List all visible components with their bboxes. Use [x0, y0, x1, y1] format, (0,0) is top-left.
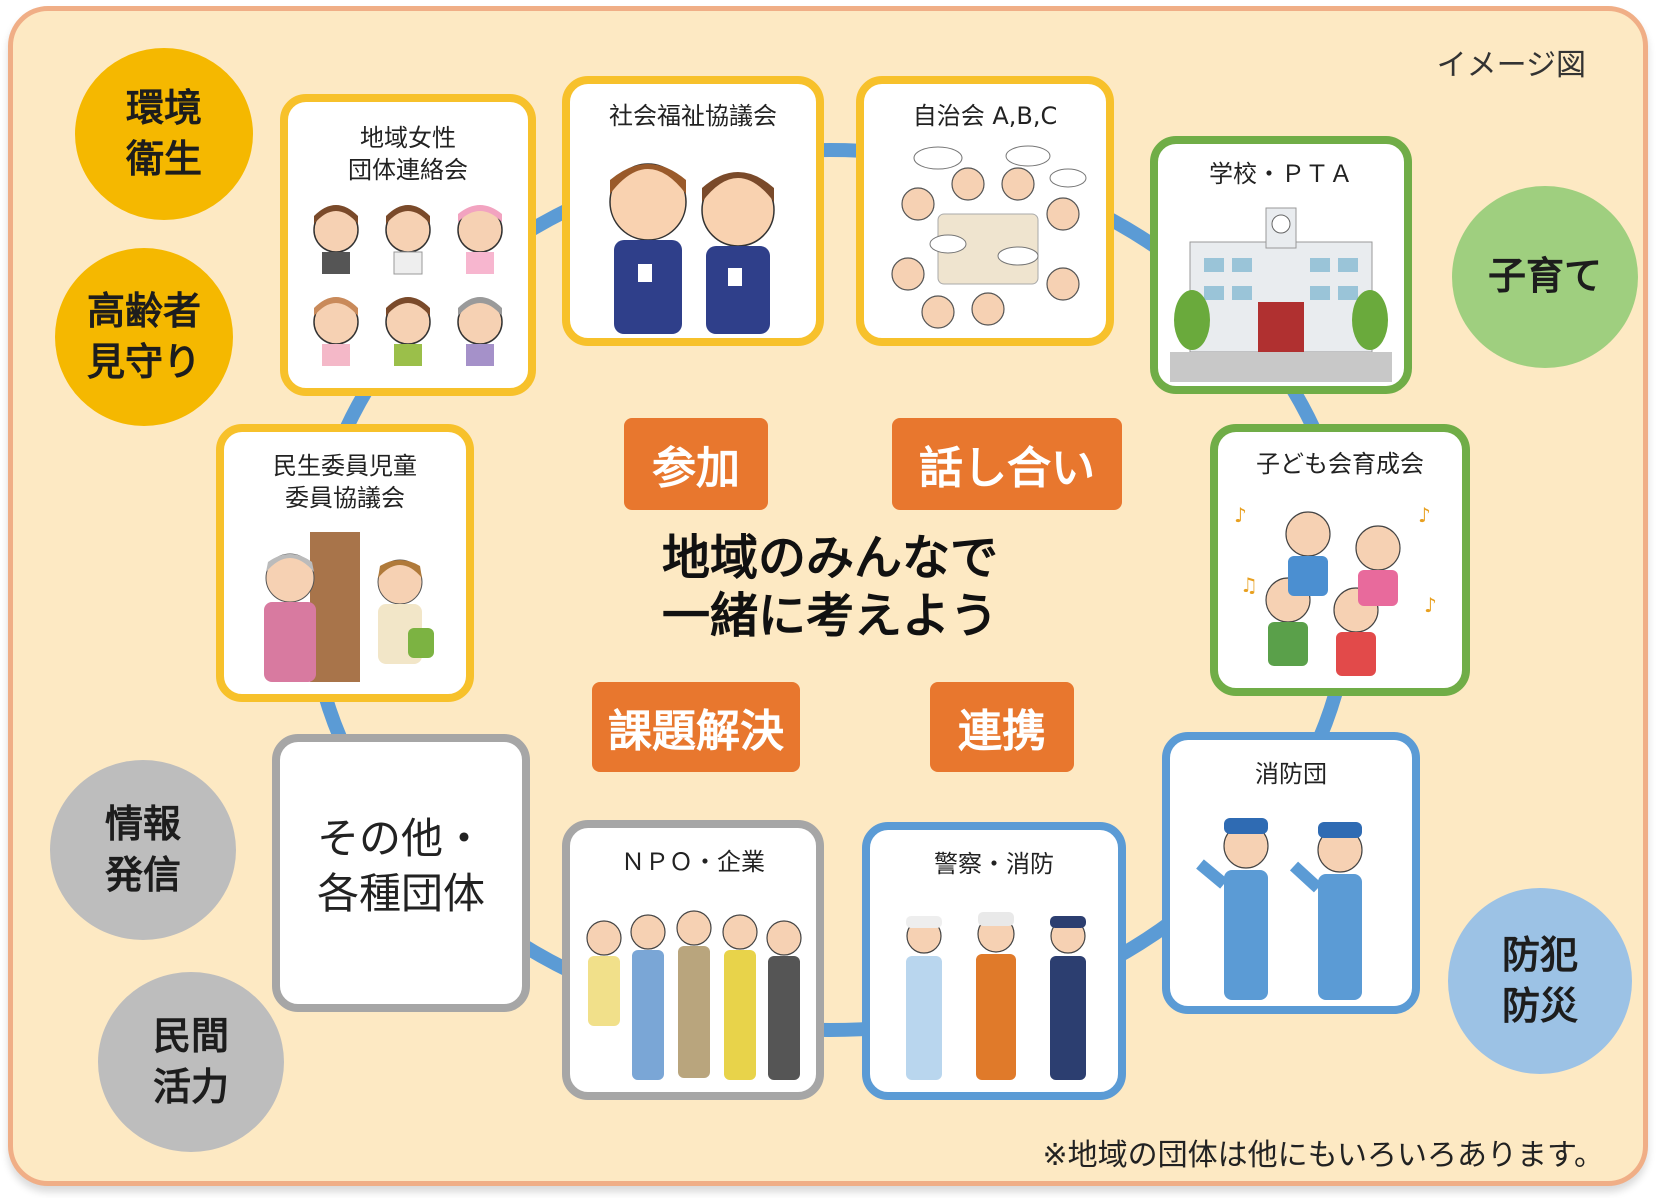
card-childrens-association: 子ども会育成会 ♪ ♪ ♫ ♪ — [1210, 424, 1470, 696]
workers-illustration — [586, 910, 802, 1080]
theme-safety: 防犯 防災 — [1448, 888, 1632, 1074]
card-other-organizations-label: その他・ 各種団体 — [316, 814, 485, 918]
women-group-illustration — [313, 205, 503, 366]
theme-environment: 環境 衛生 — [75, 48, 253, 220]
card-volunteer-fire-corps: 消防団 — [1162, 732, 1420, 1014]
center-message: 地域のみんなで 一緒に考えよう — [661, 530, 998, 644]
keyword-problem-solving: 課題解決 — [592, 682, 800, 772]
card-social-welfare-council-label: 社会福祉協議会 — [609, 102, 777, 130]
theme-elderly: 高齢者 見守り — [55, 248, 233, 426]
keyword-cooperation: 連携 — [930, 682, 1074, 772]
card-school-pta: 学校・ＰＴＡ — [1150, 136, 1412, 394]
card-womens-association-label: 地域女性 団体連絡会 — [348, 124, 468, 185]
card-neighborhood-association-label: 自治会 A,B,C — [912, 102, 1058, 130]
card-womens-association: 地域女性 団体連絡会 — [280, 94, 536, 396]
school-building-illustration — [1170, 207, 1392, 382]
svg-text:♫: ♫ — [1240, 573, 1258, 597]
card-npo-business-label: ＮＰＯ・企業 — [621, 848, 765, 876]
svg-text:♪: ♪ — [1418, 503, 1431, 527]
keyword-participation: 参加 — [624, 418, 768, 510]
card-police-fire: 警察・消防 — [862, 822, 1126, 1100]
theme-private-sector: 民間 活力 — [98, 972, 284, 1152]
staff-illustration — [609, 163, 775, 334]
card-police-fire-label: 警察・消防 — [934, 850, 1054, 878]
card-other-organizations: その他・ 各種団体 — [272, 734, 530, 1012]
theme-childcare: 子育て — [1452, 186, 1638, 368]
fire-corps-illustration — [1196, 818, 1363, 1000]
card-welfare-commissioners-label: 民生委員児童 委員協議会 — [273, 452, 417, 513]
card-neighborhood-association: 自治会 A,B,C — [856, 76, 1114, 346]
card-social-welfare-council: 社会福祉協議会 — [562, 76, 824, 346]
meeting-illustration — [891, 145, 1087, 329]
image-label: イメージ図 — [1436, 48, 1586, 83]
card-volunteer-fire-corps-label: 消防団 — [1255, 760, 1327, 788]
theme-information: 情報 発信 — [50, 760, 236, 940]
card-welfare-commissioners: 民生委員児童 委員協議会 — [216, 424, 474, 702]
home-visit-illustration — [264, 532, 434, 682]
police-firefighter-illustration — [906, 912, 1086, 1080]
svg-text:♪: ♪ — [1424, 593, 1437, 617]
children-illustration: ♪ ♪ ♫ ♪ — [1234, 503, 1437, 676]
svg-text:♪: ♪ — [1234, 503, 1247, 527]
card-childrens-association-label: 子ども会育成会 — [1256, 450, 1424, 478]
card-npo-business: ＮＰＯ・企業 — [562, 820, 824, 1100]
footnote: ※地域の団体は他にもいろいろあります。 — [1042, 1138, 1604, 1173]
card-school-pta-label: 学校・ＰＴＡ — [1209, 160, 1353, 188]
keyword-discussion: 話し合い — [892, 418, 1122, 510]
